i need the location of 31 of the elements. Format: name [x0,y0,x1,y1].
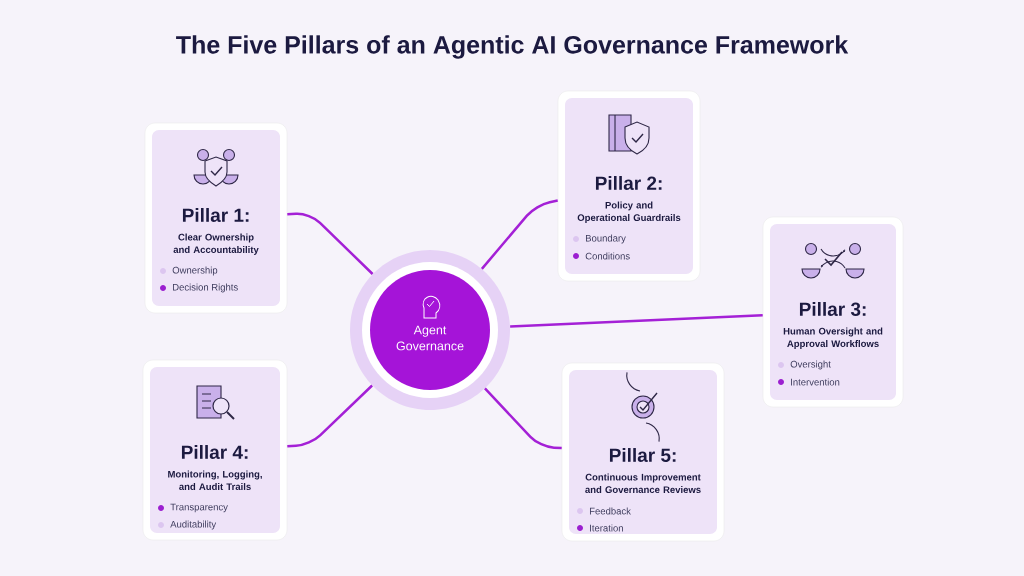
pillar-subtitle: Human Oversight and Approval Workflows [783,327,883,349]
pillar-subtitle: Monitoring, Logging, and Audit Trails [168,470,262,490]
bullet-item: Auditability [170,520,217,530]
connector-line [510,313,763,328]
bullet-item: Transparency [170,503,228,513]
connector-line [484,387,562,450]
pillar-subtitle: Clear Ownership and Accountability [173,233,259,255]
bullet-item: Intervention [791,378,840,386]
bullet-item: Decision Rights [173,283,238,293]
bullet-item: Feedback [590,507,631,515]
title: The Five Pillars of an Agentic AI Governance Framework [176,35,849,59]
pillar-heading: Pillar 3: [799,302,866,316]
pillar-heading: Pillar 5: [609,448,676,462]
pillar-heading: Pillar 4: [181,445,248,459]
connector-line [287,212,374,275]
pillar-card [762,216,904,408]
pillar-card [557,90,701,282]
pillar-heading: Pillar 2: [595,176,662,190]
bullet-item: Iteration [590,524,623,532]
pillar-card [561,362,725,542]
pillar-card [142,359,288,541]
pillar-card [144,122,288,314]
bullet-item: Ownership [172,266,218,276]
bullet-item: Oversight [790,360,831,370]
pillar-heading: Pillar 1: [182,208,249,222]
pillar-subtitle: Continuous Improvement and Governance Reviews [585,473,701,493]
bullet-item: Conditions [585,252,630,260]
connector-line [287,384,373,448]
pillar-subtitle: Policy and Operational Guardrails [577,201,681,223]
connector-line [480,199,558,270]
bullet-item: Boundary [586,234,626,244]
